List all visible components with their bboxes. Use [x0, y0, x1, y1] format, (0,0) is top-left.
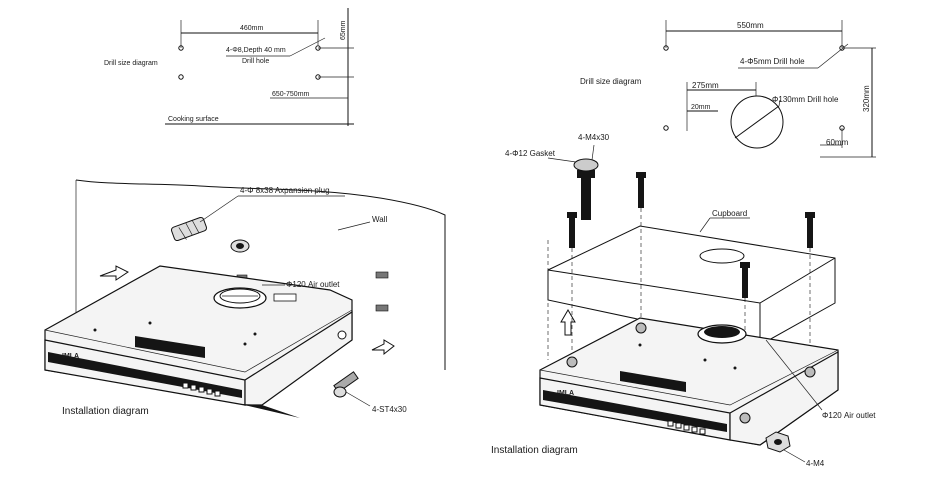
right-edge-dimension: 60mm — [826, 138, 849, 147]
control-buttons — [182, 382, 221, 397]
left-width-dimension: 460mm — [240, 25, 264, 32]
direction-arrow — [99, 265, 129, 281]
left-drill-diagram: Drill size diagram 460mm 4-Φ8,Depth 40 m… — [104, 8, 354, 126]
air-outlet-collar — [213, 287, 267, 309]
cupboard — [547, 225, 836, 346]
wall-outline — [75, 179, 446, 370]
left-range-dimension: 650-750mm — [272, 91, 310, 98]
hood-brand-logo: IMLA — [62, 353, 79, 360]
left-air-outlet-label: Φ120 Air outlet — [286, 280, 340, 289]
right-offset-dimension: 275mm — [692, 81, 719, 90]
bolt-label: 4-M4x30 — [578, 133, 610, 142]
wall-label: Wall — [372, 215, 387, 224]
drill-hole-marker — [178, 74, 184, 80]
expansion-plug-label: 4-Φ 8x38 Axpansion plug — [240, 186, 330, 195]
m4-nut — [765, 431, 791, 453]
right-drill-diagram: Drill size diagram 550mm 4-Φ5mm Drill ho… — [580, 20, 876, 158]
right-air-outlet-label: Φ120 Air outlet — [822, 411, 876, 420]
mounting-hole — [337, 330, 347, 340]
large-drill-hole — [730, 95, 784, 149]
control-buttons — [667, 420, 706, 435]
direction-arrow — [371, 339, 395, 356]
drill-hole-marker — [178, 45, 184, 51]
mounting-hole — [804, 366, 816, 378]
left-screw-label: 4-ST4x30 — [372, 405, 407, 414]
left-hole-spec: 4-Φ8,Depth 40 mm — [226, 47, 286, 54]
gasket — [573, 158, 599, 172]
mounting-hole — [566, 356, 578, 368]
mounting-bolt — [567, 170, 815, 298]
left-hole-label: Drill hole — [242, 58, 269, 65]
left-height-dimension: 65mm — [340, 20, 347, 40]
hood-front-strip — [543, 390, 727, 432]
mounting-hole — [739, 412, 751, 424]
right-drill-title: Drill size diagram — [580, 77, 642, 86]
left-installation-caption: Installation diagram — [62, 406, 149, 417]
hood-brand-logo: IMLA — [557, 390, 574, 397]
hood-vent-grill — [620, 371, 686, 392]
right-width-dimension: 550mm — [737, 21, 764, 30]
mounting-hole — [635, 322, 647, 334]
right-installation-caption: Installation diagram — [491, 445, 578, 456]
left-drill-title: Drill size diagram — [104, 60, 158, 67]
range-hood-left: IMLA — [44, 265, 353, 418]
nut-label: 4-M4 — [806, 459, 825, 468]
gasket-label: 4-Φ12 Gasket — [505, 149, 556, 158]
right-height-dimension: 320mm — [862, 85, 871, 112]
right-install-diagram: 4-Φ12 Gasket 4-M4x30 Cupboard — [491, 133, 876, 468]
large-hole-label: Φ130mm Drill hole — [772, 95, 839, 104]
expansion-plug — [170, 216, 250, 253]
range-hood-right: IMLA — [539, 317, 839, 446]
right-hole-spec: 4-Φ5mm Drill hole — [740, 57, 805, 66]
cupboard-label: Cupboard — [712, 209, 747, 218]
direction-arrow — [560, 309, 576, 336]
drill-hole-marker — [663, 45, 669, 51]
left-install-diagram: Wall 4-Φ 8x38 Axpansion plug — [44, 179, 446, 418]
cupboard-hole — [699, 248, 745, 264]
st4-screw — [333, 371, 359, 398]
right-small-offset-dimension: 20mm — [691, 104, 711, 111]
drill-hole-marker — [663, 125, 669, 131]
cooking-surface-label: Cooking surface — [168, 116, 219, 123]
hood-vent-grill — [135, 336, 205, 358]
